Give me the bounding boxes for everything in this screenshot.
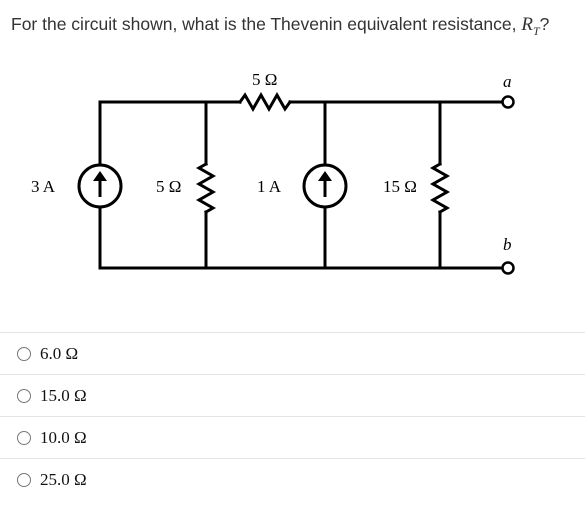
radio-button[interactable] xyxy=(17,388,31,403)
circuit-diagram: 5 Ω a b 3 A 5 Ω 1 A 15 Ω xyxy=(31,70,515,275)
resistor-right-zigzag xyxy=(429,161,451,215)
question-prompt: For the circuit shown, what is the Theve… xyxy=(11,14,517,34)
radio-button[interactable] xyxy=(17,430,31,445)
radio-button[interactable] xyxy=(17,472,31,487)
option-label: 6.0 Ω xyxy=(40,343,79,363)
label-r-right: 15 Ω xyxy=(383,177,417,196)
rt-symbol: RT xyxy=(521,14,540,38)
resistor-left-zigzag xyxy=(195,161,217,215)
label-terminal-a: a xyxy=(503,72,512,91)
option-1[interactable]: 6.0 Ω xyxy=(0,332,585,374)
label-r-left: 5 Ω xyxy=(156,177,181,196)
label-source-left: 3 A xyxy=(31,177,56,196)
label-source-mid: 1 A xyxy=(257,177,282,196)
label-r-top: 5 Ω xyxy=(252,70,277,89)
option-2[interactable]: 15.0 Ω xyxy=(0,374,585,416)
terminal-b-node xyxy=(501,261,515,275)
arrow-up-icon xyxy=(318,171,332,181)
answer-options: 6.0 Ω 15.0 Ω 10.0 Ω 25.0 Ω xyxy=(0,332,585,500)
arrow-up-icon xyxy=(93,171,107,181)
question-text: For the circuit shown, what is the Theve… xyxy=(11,14,550,38)
option-label: 25.0 Ω xyxy=(40,469,87,489)
resistor-top-zigzag xyxy=(237,91,293,113)
option-3[interactable]: 10.0 Ω xyxy=(0,416,585,458)
radio-button[interactable] xyxy=(17,346,31,361)
option-label: 10.0 Ω xyxy=(40,427,87,447)
current-source-left xyxy=(77,163,123,209)
current-source-middle xyxy=(302,163,348,209)
terminal-a-node xyxy=(501,95,515,109)
option-label: 15.0 Ω xyxy=(40,385,87,405)
option-4[interactable]: 25.0 Ω xyxy=(0,458,585,500)
label-terminal-b: b xyxy=(503,235,512,254)
